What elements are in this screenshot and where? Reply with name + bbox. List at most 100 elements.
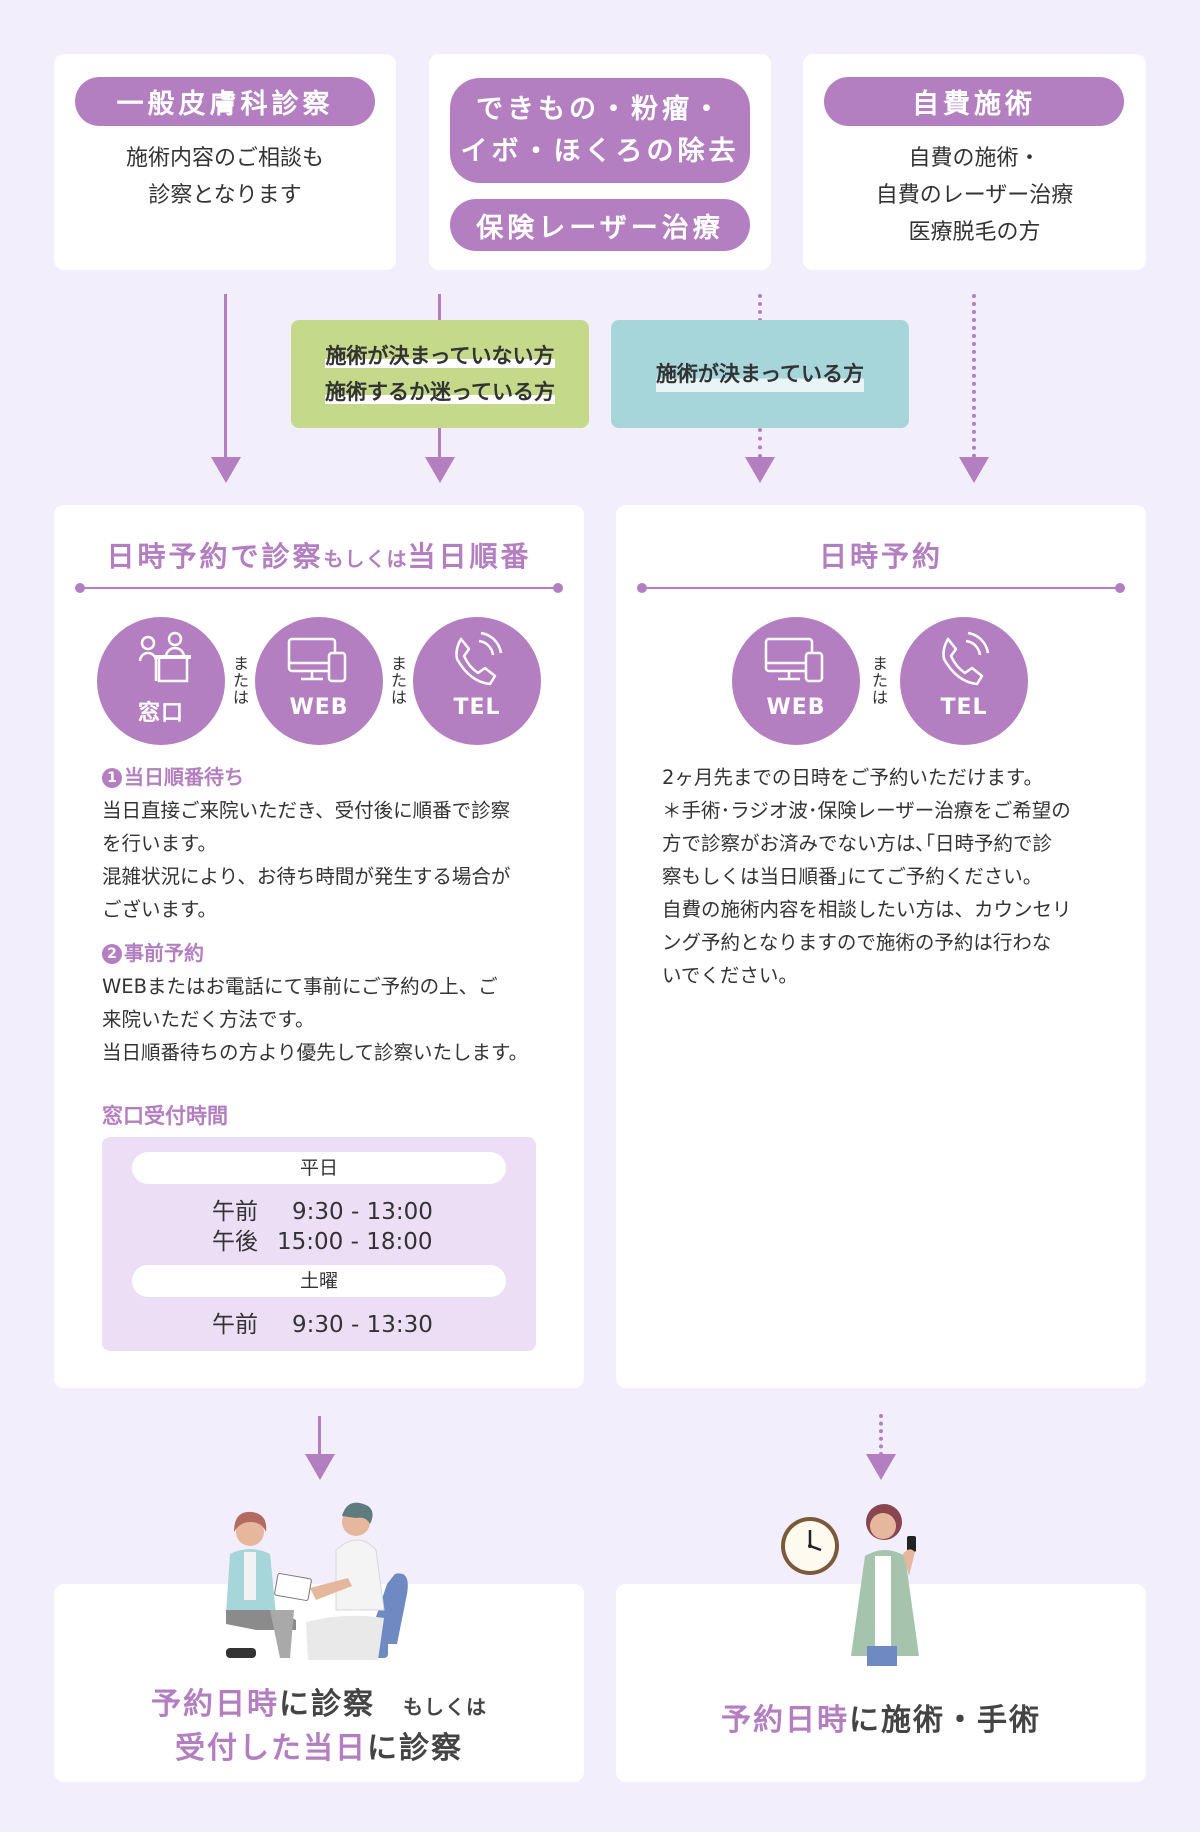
weekday-pm-row: 午後 15:00 - 18:00	[212, 1222, 433, 1256]
right-title-rule	[637, 583, 1125, 593]
result-exam-plain: に診察	[367, 1731, 463, 1766]
left-title-main: 日時予約で診察	[106, 540, 324, 573]
left-title-rule	[75, 583, 563, 593]
self-pay-desc-line: 医療脱毛の方	[908, 220, 1041, 245]
appointment-line: 2ヶ月先までの日時をご予約いただけます。	[662, 766, 1043, 789]
arrow-down-icon	[305, 1454, 335, 1480]
weekday-label: 平日	[132, 1152, 506, 1184]
method-tel: TEL	[900, 617, 1028, 745]
insurance-laser-title: 保険レーザー治療	[450, 199, 750, 251]
advance-line: WEBまたはお電話にて事前にご予約の上、ご	[102, 975, 498, 998]
woman-phone-clock-illustration-icon	[781, 1504, 919, 1666]
card-result-exam	[54, 1584, 584, 1782]
self-pay-desc-line: 自費のレーザー治療	[875, 183, 1074, 208]
appointment-line: 方で診察がお済みでない方は､｢日時予約で診	[662, 832, 1053, 855]
sameday-line: 当日直接ご来院いただき、受付後に順番で診察	[102, 799, 511, 822]
saturday-label: 土曜	[132, 1265, 506, 1297]
card-appointment-or-sameday: 日時予約で診察もしくは当日順番 窓口 または WEB または T	[54, 505, 584, 1388]
lumps-title: できもの・粉瘤・ イボ・ほくろの除去	[450, 78, 750, 183]
weekday-am-row: 午前 9:30 - 13:00	[212, 1192, 433, 1226]
left-title-end: 当日順番	[407, 540, 532, 573]
result-treatment-plain: に施術・手術	[849, 1703, 1041, 1738]
number-badge-icon: 1	[102, 768, 122, 788]
card-self-pay: 自費施術 自費の施術・ 自費のレーザー治療 医療脱毛の方	[803, 54, 1146, 270]
label-decided: 施術が決まっている方	[611, 320, 909, 428]
general-desc-line: 診察となります	[148, 183, 302, 208]
appointment-line: 自費の施術内容を相談したい方は、カウンセリ	[662, 898, 1072, 921]
arrow-down-icon	[959, 457, 989, 483]
appointment-line: 察もしくは当日順番｣にてご予約ください。	[662, 865, 1043, 888]
general-desc: 施術内容のご相談も 診察となります	[54, 140, 396, 214]
connector-dotted-line	[879, 1414, 883, 1456]
left-title-small: もしくは	[323, 547, 408, 571]
connector-line	[318, 1416, 321, 1456]
general-desc-line: 施術内容のご相談も	[125, 146, 324, 171]
number-badge-icon: 2	[102, 944, 122, 964]
result-exam-highlight: 受付した当日	[175, 1731, 367, 1766]
appointment-line: いでください。	[662, 964, 798, 987]
card-appointment: 日時予約 WEB または TEL 2ヶ月先までの日時をご予約いただけます。 ＊手…	[616, 505, 1146, 1388]
method-web: WEB	[255, 617, 383, 745]
computer-phone-icon	[764, 637, 824, 683]
label-undecided-line: 施術が決まっていない方	[325, 344, 555, 368]
saturday-am-time: 9:30 - 13:30	[292, 1312, 433, 1338]
self-pay-desc: 自費の施術・ 自費のレーザー治療 医療脱毛の方	[803, 140, 1146, 251]
connector-dotted-line	[758, 294, 762, 322]
weekday-am-time: 9:30 - 13:00	[292, 1199, 433, 1225]
method-web: WEB	[732, 617, 860, 745]
connector-line	[438, 426, 441, 460]
arrow-down-icon	[866, 1454, 896, 1480]
weekday-pm-time: 15:00 - 18:00	[277, 1229, 433, 1255]
card-general-dermatology: 一般皮膚科診察 施術内容のご相談も 診察となります	[54, 54, 396, 270]
method-label: WEB	[766, 695, 826, 720]
method-label: 窓口	[137, 701, 184, 726]
connector-line	[438, 294, 441, 322]
self-pay-title: 自費施術	[824, 77, 1124, 126]
appointment-desc: 2ヶ月先までの日時をご予約いただけます。 ＊手術･ラジオ波･保険レーザー治療をご…	[662, 761, 1122, 992]
advance-line: 当日順番待ちの方より優先して診察いたします。	[102, 1041, 529, 1064]
result-exam-text: 予約日時に診察もしくは 受付した当日に診察	[54, 1684, 584, 1769]
sameday-line: 混雑状況により、お待ち時間が発生する場合が	[102, 865, 511, 888]
method-label: TEL	[940, 695, 988, 720]
or-label: または	[390, 654, 407, 707]
result-treatment-highlight: 予約日時	[721, 1703, 849, 1738]
am-label: 午前	[212, 1199, 258, 1225]
saturday-am-row: 午前 9:30 - 13:30	[212, 1305, 433, 1339]
sameday-heading-text: 当日順番待ち	[124, 765, 244, 789]
arrow-down-icon	[425, 457, 455, 483]
left-section-title: 日時予約で診察もしくは当日順番	[54, 535, 584, 575]
or-label: または	[871, 654, 888, 707]
phone-icon	[455, 631, 503, 686]
label-decided-text: 施術が決まっている方	[655, 356, 865, 392]
hours-table: 平日 午前 9:30 - 13:00 午後 15:00 - 18:00 土曜 午前 9…	[102, 1137, 536, 1351]
computer-phone-icon	[287, 637, 347, 683]
method-label: WEB	[289, 695, 349, 720]
result-exam-small: もしくは	[403, 1695, 487, 1719]
lumps-title-line: できもの・粉瘤・	[476, 93, 724, 125]
label-undecided-line: 施術するか迷っている方	[325, 380, 555, 404]
advance-heading-text: 事前予約	[124, 941, 204, 965]
result-exam-highlight: 予約日時	[151, 1687, 279, 1722]
appointment-line: ング予約となりますので施術の予約は行わな	[662, 931, 1052, 954]
general-dermatology-title: 一般皮膚科診察	[75, 77, 375, 126]
counter-reception-icon	[138, 631, 191, 683]
saturday-am-label: 午前	[212, 1312, 258, 1338]
advance-line: 来院いただく方法です。	[102, 1008, 315, 1031]
connector-dotted-line	[972, 294, 976, 458]
connector-dotted-line	[758, 428, 762, 458]
connector-line	[224, 294, 227, 460]
pm-label: 午後	[212, 1229, 258, 1255]
arrow-down-icon	[745, 457, 775, 483]
card-lumps-laser: できもの・粉瘤・ イボ・ほくろの除去 保険レーザー治療	[429, 54, 771, 270]
result-treatment-text: 予約日時に施術・手術	[616, 1700, 1146, 1741]
sameday-line: ございます。	[102, 898, 218, 921]
result-exam-plain: に診察	[279, 1687, 375, 1722]
lumps-title-line: イボ・ほくろの除去	[460, 135, 740, 167]
sameday-line: を行います。	[102, 832, 218, 855]
method-counter: 窓口	[97, 617, 225, 745]
or-label: または	[232, 654, 249, 707]
